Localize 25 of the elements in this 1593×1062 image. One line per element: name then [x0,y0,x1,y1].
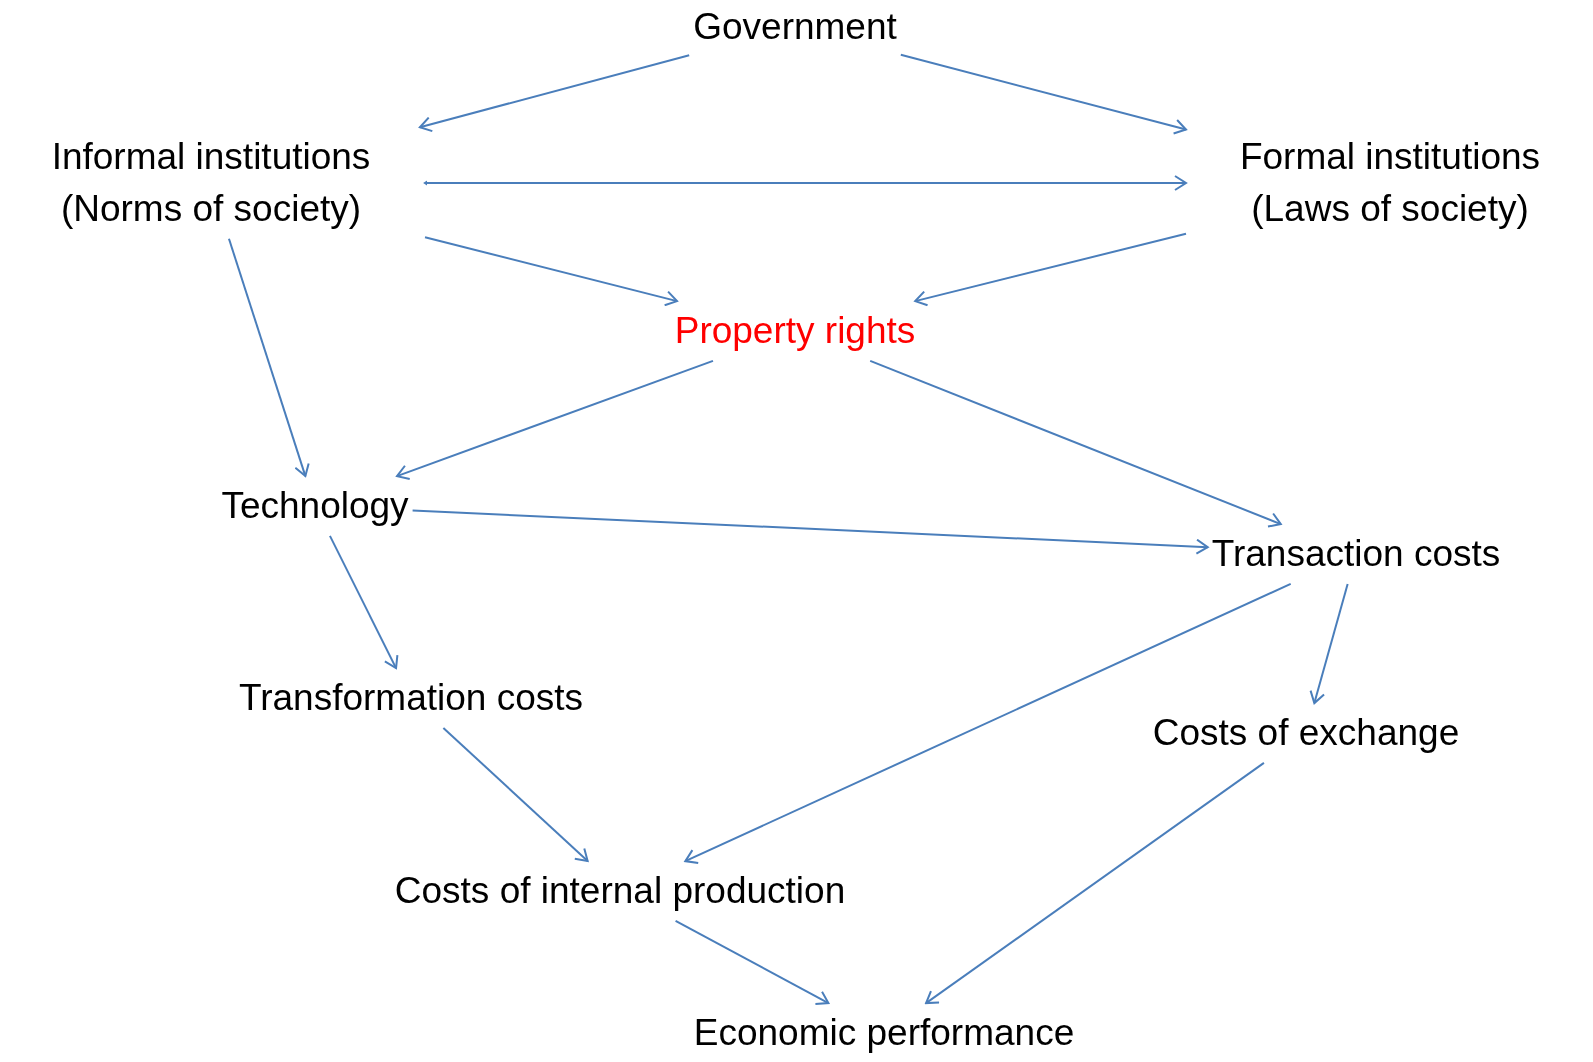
arrow [442,726,589,863]
node-label: Property rights [674,305,916,357]
arrow [684,582,1292,864]
node-label: Costs of internal production [394,865,846,917]
arrow [925,761,1265,1005]
arrow [396,359,714,480]
arrow [899,53,1187,135]
node-label: Transformation costs [238,672,584,724]
node-label: Transaction costs [1211,528,1501,580]
arrow [1309,582,1349,705]
arrow [869,359,1282,528]
arrow [418,54,691,133]
node-label: Government [693,1,897,53]
arrow [411,509,1209,555]
arrow [227,237,310,478]
node-label: Informal institutions (Norms of society) [1,131,421,235]
arrow [914,232,1187,307]
node-label: Costs of exchange [1152,707,1460,759]
arrow [674,919,830,1006]
node-label: Economic performance [693,1007,1075,1059]
arrow [424,236,678,307]
arrow [328,534,399,670]
node-label: Technology [221,480,409,532]
node-label: Formal institutions (Laws of society) [1190,131,1590,235]
arrow [424,175,1187,191]
